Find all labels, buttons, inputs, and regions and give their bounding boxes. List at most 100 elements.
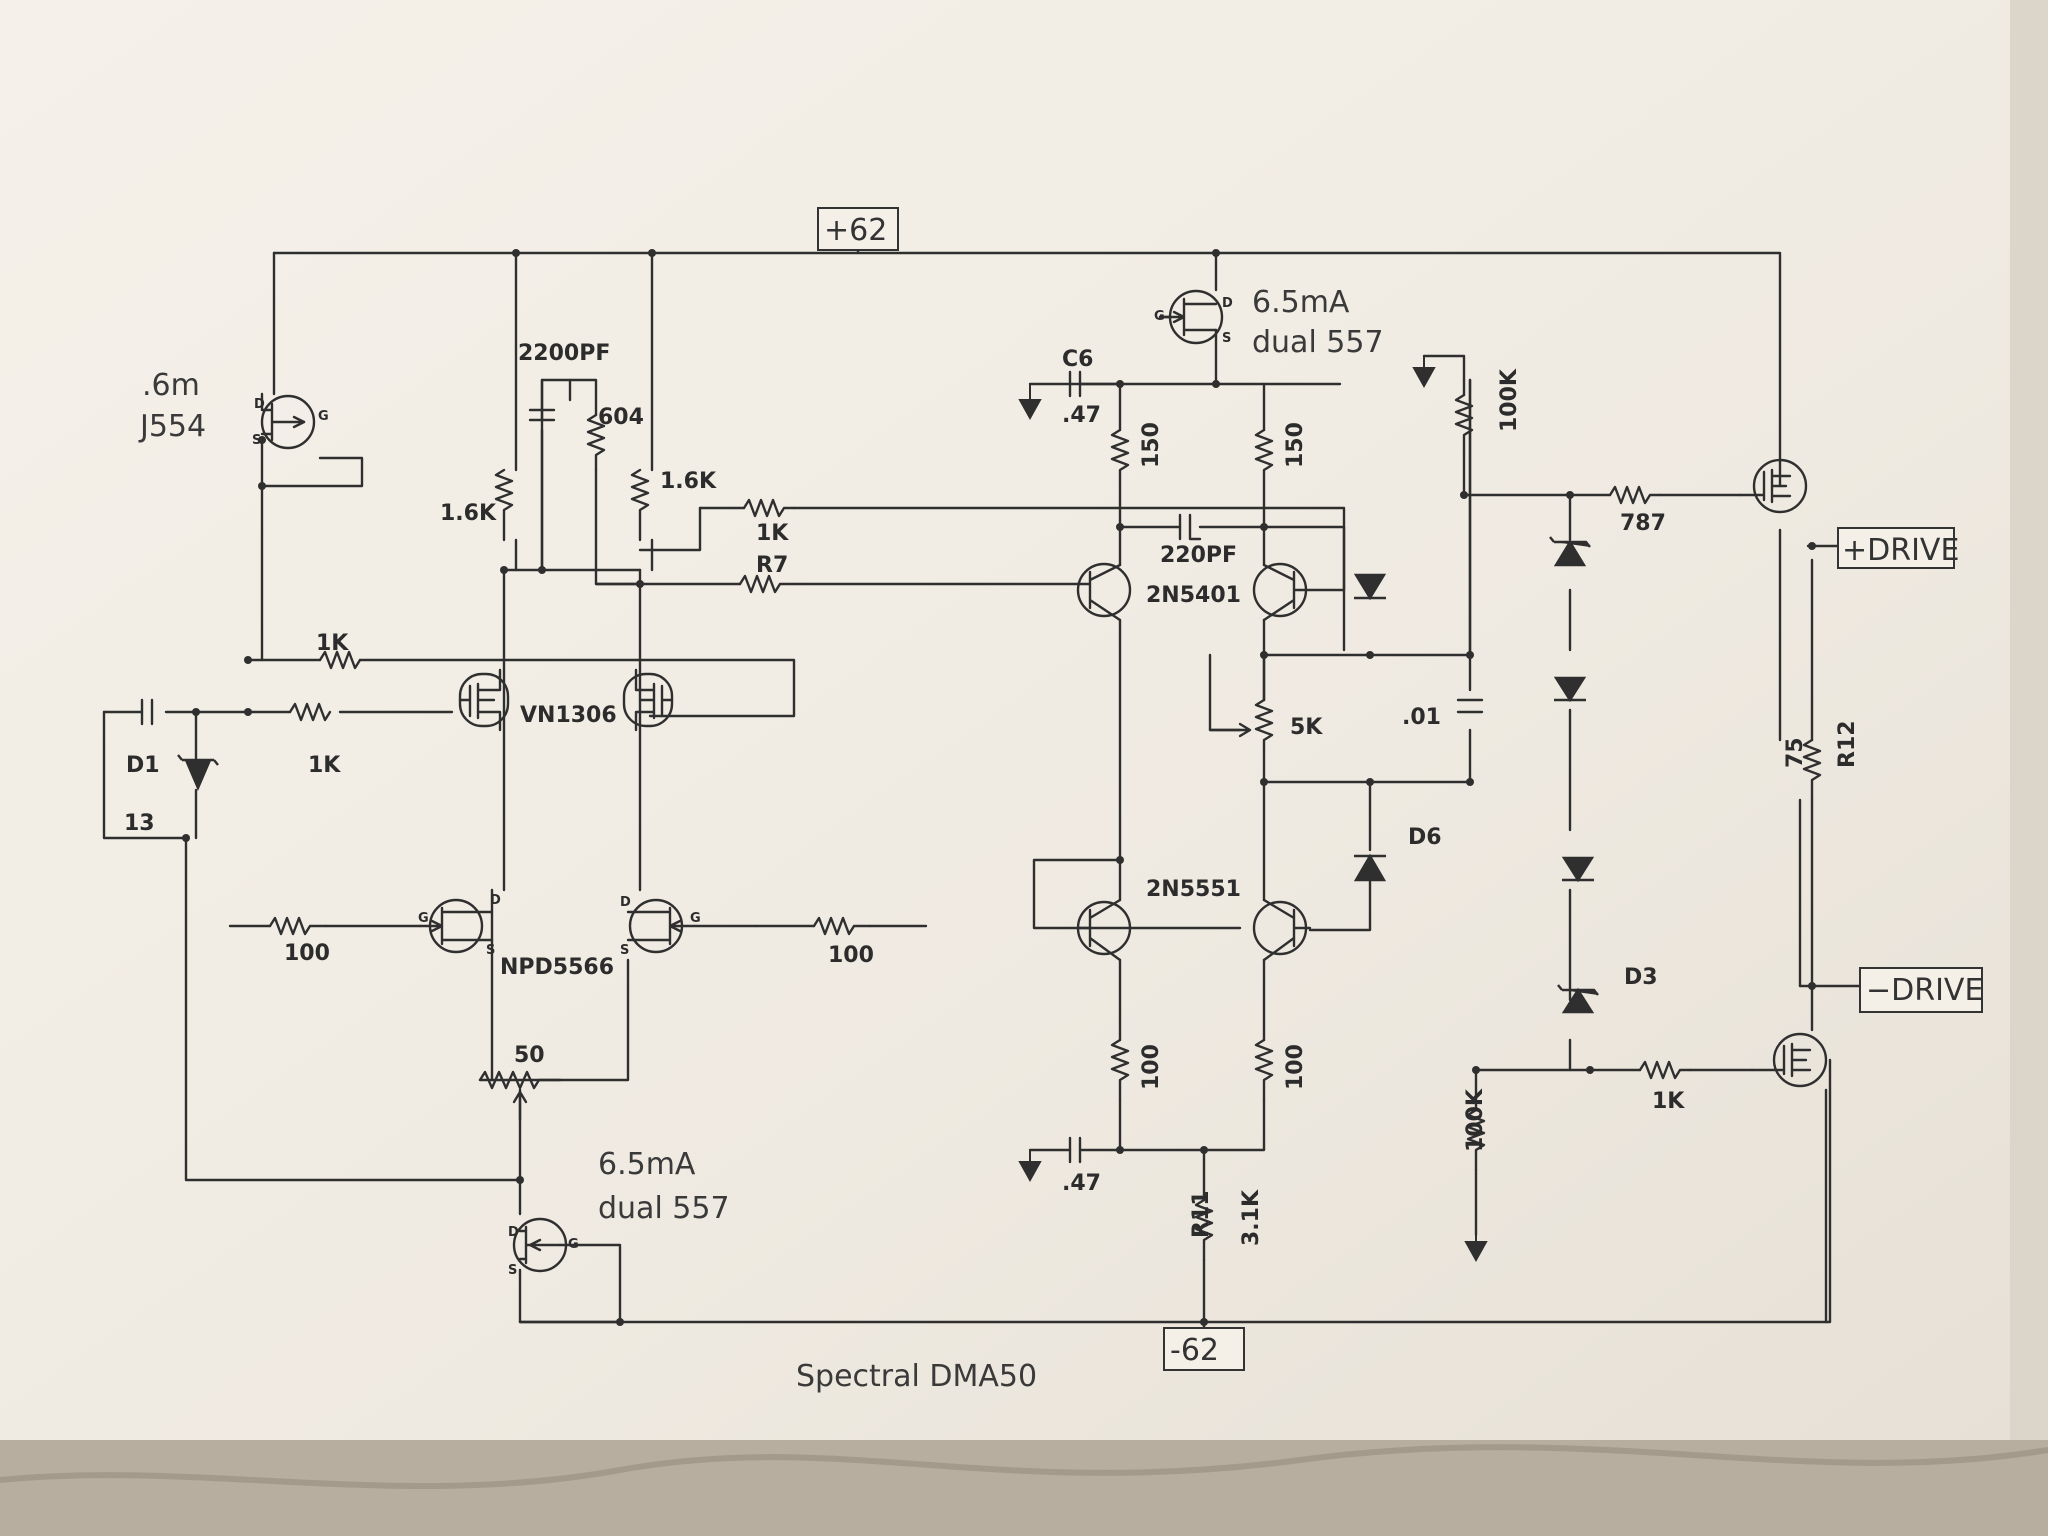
resistor-1k6-right — [630, 468, 650, 542]
svg-text:D: D — [1222, 296, 1233, 311]
d1-label: D1 — [126, 753, 160, 778]
zener-d3-top — [1549, 536, 1591, 567]
ground-100k-bottom — [1464, 1235, 1488, 1263]
junction-dots — [182, 249, 1816, 1326]
cap-220pf-label: 220PF — [1160, 543, 1237, 568]
jfet-j554 — [260, 394, 316, 450]
cap-2200pf — [528, 408, 556, 422]
ccs-top-part: dual 557 — [1252, 325, 1384, 360]
resistor-150-right — [1254, 428, 1274, 482]
ccs-bottom-current: 6.5mA — [598, 1147, 696, 1182]
diode-d3-mid2 — [1561, 856, 1595, 883]
svg-text:D: D — [254, 397, 265, 412]
ccs-bottom-part: dual 557 — [598, 1191, 730, 1226]
paper — [0, 0, 2048, 1440]
resistor-1k-lower — [288, 702, 332, 722]
cap-01-label: .01 — [1402, 705, 1441, 730]
q-2n5401-label: 2N5401 — [1146, 583, 1241, 608]
diode-top-right — [1353, 573, 1387, 601]
pot-50 — [478, 1070, 562, 1090]
resistor-100-emitter-right — [1254, 1038, 1274, 1102]
res-100k-top-label: 100K — [1497, 368, 1522, 432]
res-150-left-label: 150 — [1139, 422, 1164, 468]
svg-text:S: S — [486, 943, 495, 958]
res-1k-lower-label: 1K — [308, 753, 341, 778]
npd5566-label: NPD5566 — [500, 955, 614, 980]
minus-drive-label: −DRIVE — [1866, 973, 1983, 1008]
resistor-r11 — [1194, 1198, 1214, 1262]
r12-value-label: 75 — [1783, 737, 1808, 768]
svg-text:G: G — [1154, 309, 1165, 324]
svg-text:S: S — [508, 1263, 517, 1278]
pot-5k-wiper — [1208, 722, 1252, 738]
d6-label: D6 — [1408, 825, 1442, 850]
cap-01 — [1456, 698, 1484, 714]
svg-text:D: D — [490, 893, 501, 908]
transistor-symbols — [260, 289, 1828, 1273]
q-2n5551-label: 2N5551 — [1146, 877, 1241, 902]
svg-text:D: D — [508, 1225, 519, 1240]
jfet-dual557-bottom — [512, 1217, 568, 1273]
wires — [102, 235, 1862, 1337]
svg-text:D: D — [620, 895, 631, 910]
supply-negative-label: -62 — [1170, 1333, 1219, 1368]
res-604-label: 604 — [598, 405, 644, 430]
resistor-symbols — [268, 393, 1822, 1262]
resistor-604 — [586, 413, 606, 472]
diode-d6 — [1353, 853, 1387, 882]
c6-name-label: C6 — [1062, 347, 1093, 372]
svg-text:S: S — [252, 433, 261, 448]
paper-right-edge — [2010, 0, 2048, 1440]
resistor-1k-feedback — [742, 498, 796, 518]
c6-value-label: .47 — [1062, 403, 1101, 428]
pot-50-wiper — [512, 1090, 528, 1122]
jfet-current-label: .6m — [142, 368, 200, 403]
svg-text:G: G — [318, 409, 329, 424]
zener-d1 — [177, 754, 219, 792]
resistor-r7 — [738, 574, 802, 594]
ground-symbols — [1018, 355, 1488, 1263]
capacitor-symbols — [140, 370, 1484, 1164]
r11-value-label: 3.1K — [1239, 1189, 1264, 1246]
ground-c6 — [1018, 384, 1042, 421]
resistor-r12 — [1802, 738, 1822, 802]
res-1k-feedback-label: 1K — [756, 521, 789, 546]
mosfet-output-bottom — [1772, 1032, 1828, 1088]
ccs-top-current: 6.5mA — [1252, 285, 1350, 320]
cap-220pf — [1178, 513, 1202, 541]
vn1306-label: VN1306 — [520, 703, 617, 728]
footer-title: Spectral DMA50 — [796, 1359, 1037, 1394]
res-r7-label: R7 — [756, 553, 788, 578]
svg-text:G: G — [568, 1237, 579, 1252]
pot-5k-label: 5K — [1290, 715, 1323, 740]
r12-name-label: R12 — [1835, 720, 1860, 768]
res-1k6-right-label: 1.6K — [660, 469, 717, 494]
res-1k-upper-label: 1K — [316, 631, 349, 656]
res-1k6-left-label: 1.6K — [440, 501, 497, 526]
ground-top-right — [1412, 355, 1436, 389]
res-100k-bottom-label: 100K — [1463, 1088, 1488, 1152]
mosfet-output-top — [1752, 458, 1808, 514]
resistor-100k-top — [1454, 393, 1474, 452]
svg-text:G: G — [418, 911, 429, 926]
res-100-emitter-left-label: 100 — [1139, 1044, 1164, 1090]
res-150-right-label: 150 — [1283, 422, 1308, 468]
cap-2200pf-label: 2200PF — [518, 341, 610, 366]
plus-drive-label: +DRIVE — [1842, 533, 1959, 568]
res-100-emitter-right-label: 100 — [1283, 1044, 1308, 1090]
supply-boxes — [817, 207, 1983, 1371]
resistor-100-left — [268, 916, 328, 936]
resistor-1k-bottom-right — [1638, 1060, 1692, 1080]
resistor-1k6-left — [494, 468, 514, 542]
resistor-100-emitter-left — [1110, 1038, 1130, 1102]
resistor-1k-upper — [318, 650, 362, 670]
bjt-2n5401-right — [1252, 562, 1308, 618]
marble-vein — [0, 1444, 2048, 1490]
d1-value-label: 13 — [124, 811, 155, 836]
res-787-label: 787 — [1620, 511, 1666, 536]
resistor-150-left — [1110, 428, 1130, 482]
ground-c-bottom — [1018, 1150, 1042, 1183]
resistor-787 — [1608, 485, 1662, 505]
pot-50-label: 50 — [514, 1043, 545, 1068]
